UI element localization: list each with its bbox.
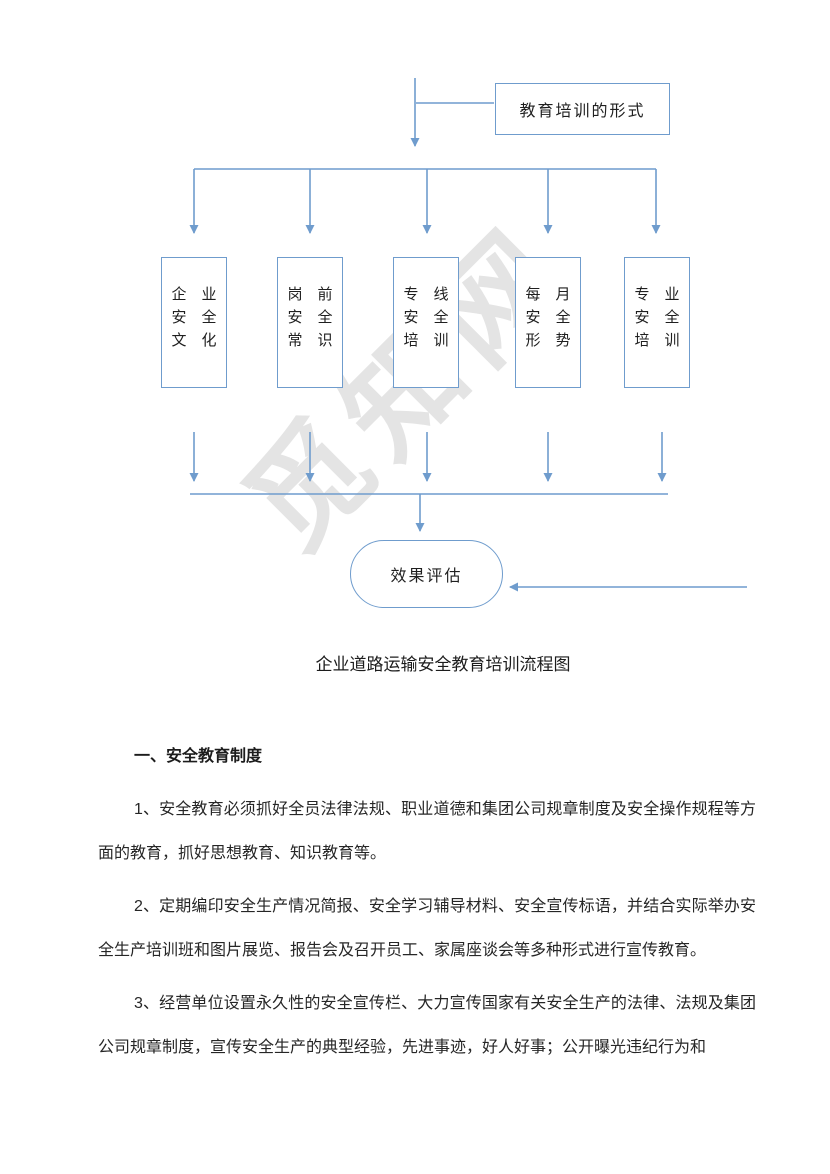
flowchart-caption: 企业道路运输安全教育培训流程图 bbox=[315, 655, 571, 674]
flow-box-text-line: 培 训 bbox=[403, 333, 449, 349]
flow-box-text-line: 安 全 bbox=[634, 310, 680, 326]
flow-box-text-line: 专 业 bbox=[634, 287, 680, 303]
flow-box-text-line: 每 月 bbox=[525, 287, 571, 303]
flow-box-text-line: 形 势 bbox=[525, 333, 571, 349]
document-body: 一、安全教育制度 1、安全教育必须抓好全员法律法规、职业道德和集团公司规章制度及… bbox=[98, 735, 756, 1070]
flowchart-connectors bbox=[189, 78, 747, 592]
flow-box-text-line: 安 全 bbox=[525, 310, 571, 326]
body-paragraph-1: 1、安全教育必须抓好全员法律法规、职业道德和集团公司规章制度及安全操作规程等方面… bbox=[98, 801, 756, 862]
flow-box-prejob-safety-knowledge: 岗 前 安 全 常 识 bbox=[277, 257, 343, 388]
flow-box-text-line: 培 训 bbox=[634, 333, 680, 349]
flow-box-text-line: 安 全 bbox=[171, 310, 217, 326]
flow-box-text-line: 常 识 bbox=[287, 333, 333, 349]
flow-box-text-line: 岗 前 bbox=[287, 287, 333, 303]
flow-box-text-line: 企 业 bbox=[171, 287, 217, 303]
flow-box-training-forms: 教育培训的形式 bbox=[495, 83, 670, 135]
flow-box-text-line: 安 全 bbox=[403, 310, 449, 326]
flow-box-enterprise-safety-culture: 企 业 安 全 文 化 bbox=[161, 257, 227, 388]
flow-terminal-effect-evaluation: 效果评估 bbox=[350, 540, 503, 608]
flow-box-special-line-safety-training: 专 线 安 全 培 训 bbox=[393, 257, 459, 388]
flow-box-professional-safety-training: 专 业 安 全 培 训 bbox=[624, 257, 690, 388]
flow-box-text-line: 安 全 bbox=[287, 310, 333, 326]
body-paragraph-2: 2、定期编印安全生产情况简报、安全学习辅导材料、安全宣传标语，并结合实际举办安全… bbox=[98, 898, 756, 959]
flow-box-text-line: 文 化 bbox=[171, 333, 217, 349]
body-paragraph-3: 3、经营单位设置永久性的安全宣传栏、大力宣传国家有关安全生产的法律、法规及集团公… bbox=[98, 995, 756, 1056]
section-heading: 一、安全教育制度 bbox=[134, 748, 263, 765]
flow-box-text-line: 专 线 bbox=[403, 287, 449, 303]
flow-box-monthly-safety-situation: 每 月 安 全 形 势 bbox=[515, 257, 581, 388]
